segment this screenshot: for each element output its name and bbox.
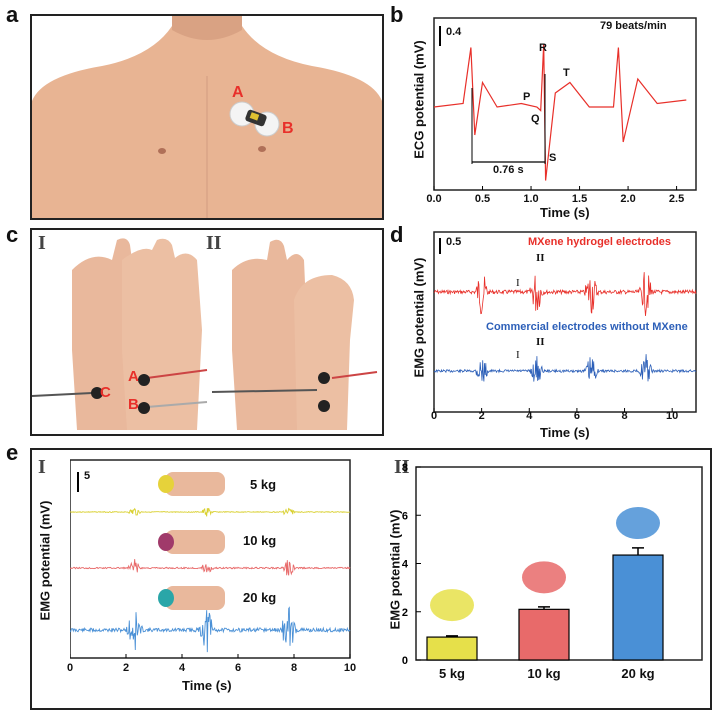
load-label-10: 10 kg bbox=[243, 533, 277, 548]
panel-c-sub-ii: II bbox=[206, 232, 222, 254]
series-mxene-label: MXene hydrogel electrodes bbox=[528, 236, 672, 248]
bar-category-label: 20 kg bbox=[621, 666, 655, 681]
ecg-xtick-label: 1.5 bbox=[571, 193, 588, 205]
wrists-illustration bbox=[31, 238, 378, 430]
electrode-c-label: C bbox=[100, 384, 111, 401]
ecg-xtick-label: 2.0 bbox=[620, 193, 636, 205]
stress-ball-image bbox=[522, 561, 566, 594]
emg-xtick-label: 8 bbox=[621, 410, 628, 422]
bar-ytick-label: 4 bbox=[402, 559, 409, 571]
panel-e-frame bbox=[30, 448, 712, 710]
emg-trace-mxene bbox=[433, 272, 697, 317]
interval-label: 0.76 s bbox=[493, 164, 524, 176]
emg-load-chart bbox=[70, 459, 351, 659]
mark-i-bottom: I bbox=[516, 349, 520, 361]
error-bar bbox=[538, 606, 550, 610]
bar-ytick-label: 8 bbox=[402, 462, 408, 474]
bar-category-label: 5 kg bbox=[438, 666, 465, 681]
emg-xtick-label: 2 bbox=[478, 410, 485, 422]
ecg-xtick-label: 0.0 bbox=[426, 193, 442, 205]
wave-t-label: T bbox=[563, 67, 570, 79]
error-bar bbox=[446, 635, 458, 638]
emg-trace-20kg bbox=[70, 606, 351, 653]
emg-xtick-label: 4 bbox=[526, 410, 533, 422]
wave-s-label: S bbox=[549, 152, 557, 164]
load-xtick-label: 10 bbox=[343, 662, 357, 674]
electrode-a-label: A bbox=[232, 84, 244, 101]
electrode-a-label: A bbox=[128, 368, 139, 385]
bar-5kg bbox=[426, 636, 478, 661]
panel-label-a: a bbox=[6, 2, 19, 27]
ecg-rate: 79 beats/min bbox=[600, 20, 667, 32]
load-label-20: 20 kg bbox=[243, 590, 277, 605]
bar-ytick-label: 6 bbox=[402, 510, 408, 522]
panel-label-d: d bbox=[390, 222, 404, 247]
wave-q-label: Q bbox=[531, 113, 540, 125]
mark-i-top: I bbox=[516, 277, 520, 289]
wave-p-label: P bbox=[523, 91, 531, 103]
bar-category-label: 10 kg bbox=[527, 666, 561, 681]
load-xtick-label: 8 bbox=[290, 662, 298, 674]
load-xtick-label: 6 bbox=[234, 662, 242, 674]
emg-chart bbox=[433, 231, 697, 413]
load-xtick-label: 4 bbox=[178, 662, 186, 674]
panel-e-sub-ii: II bbox=[394, 456, 410, 478]
panel-label-e: e bbox=[6, 440, 19, 465]
emg-bar-chart: 0 2 4 6 8 bbox=[402, 462, 703, 667]
panel-c-photo: I II A B C bbox=[30, 228, 384, 436]
load-scale-label: 5 bbox=[84, 470, 91, 482]
stress-ball-image bbox=[430, 589, 474, 622]
series-commercial-label: Commercial electrodes without MXene bbox=[486, 321, 688, 333]
emg-trace-5kg bbox=[70, 507, 351, 517]
electrode-b-label: B bbox=[282, 120, 294, 137]
panel-c-sub-i: I bbox=[38, 232, 46, 254]
emg-xtick-label: 10 bbox=[666, 410, 679, 422]
panel-e-sub-i: I bbox=[38, 456, 46, 478]
bar-ytick-label: 2 bbox=[402, 607, 408, 619]
load-xtick-label: 0 bbox=[66, 662, 74, 674]
mark-ii-bottom: II bbox=[536, 336, 545, 348]
emg-trace-10kg bbox=[70, 559, 351, 576]
load-xtick-label: 2 bbox=[122, 662, 130, 674]
wave-r-label: R bbox=[539, 42, 547, 54]
emg-ylabel: EMG potential (mV) bbox=[411, 257, 427, 378]
error-bar bbox=[632, 547, 644, 556]
emg-trace-commercial bbox=[433, 354, 696, 382]
ecg-xtick-label: 1.0 bbox=[523, 193, 539, 205]
panel-label-c: c bbox=[6, 222, 19, 247]
ecg-scale-label: 0.4 bbox=[446, 26, 462, 38]
emg-xtick-label: 0 bbox=[430, 410, 438, 422]
bar-ylabel: EMG potential (mV) bbox=[387, 509, 403, 630]
ecg-xtick-label: 2.5 bbox=[668, 193, 685, 205]
electrode-b-label: B bbox=[128, 396, 139, 413]
emg-scale-label: 0.5 bbox=[446, 236, 462, 248]
emg-xlabel: Time (s) bbox=[540, 425, 590, 440]
emg-xtick-label: 6 bbox=[573, 410, 580, 422]
bar-10kg bbox=[518, 608, 570, 661]
load-ylabel: EMG potential (mV) bbox=[37, 500, 53, 621]
hand-illustrations bbox=[158, 472, 225, 610]
panel-a-photo: A B bbox=[30, 14, 384, 220]
ecg-xtick-label: 0.5 bbox=[474, 193, 491, 205]
bar-20kg bbox=[612, 554, 664, 661]
bar-ytick-label: 0 bbox=[402, 655, 408, 667]
ecg-ylabel: ECG potential (mV) bbox=[411, 40, 427, 159]
mark-ii-top: II bbox=[536, 252, 545, 264]
panel-label-b: b bbox=[390, 2, 404, 27]
load-xlabel: Time (s) bbox=[182, 678, 232, 693]
stress-ball-image bbox=[616, 507, 660, 540]
ecg-xlabel: Time (s) bbox=[540, 205, 590, 220]
torso-illustration bbox=[32, 16, 382, 218]
ecg-chart bbox=[433, 17, 697, 191]
load-label-5: 5 kg bbox=[250, 477, 277, 492]
